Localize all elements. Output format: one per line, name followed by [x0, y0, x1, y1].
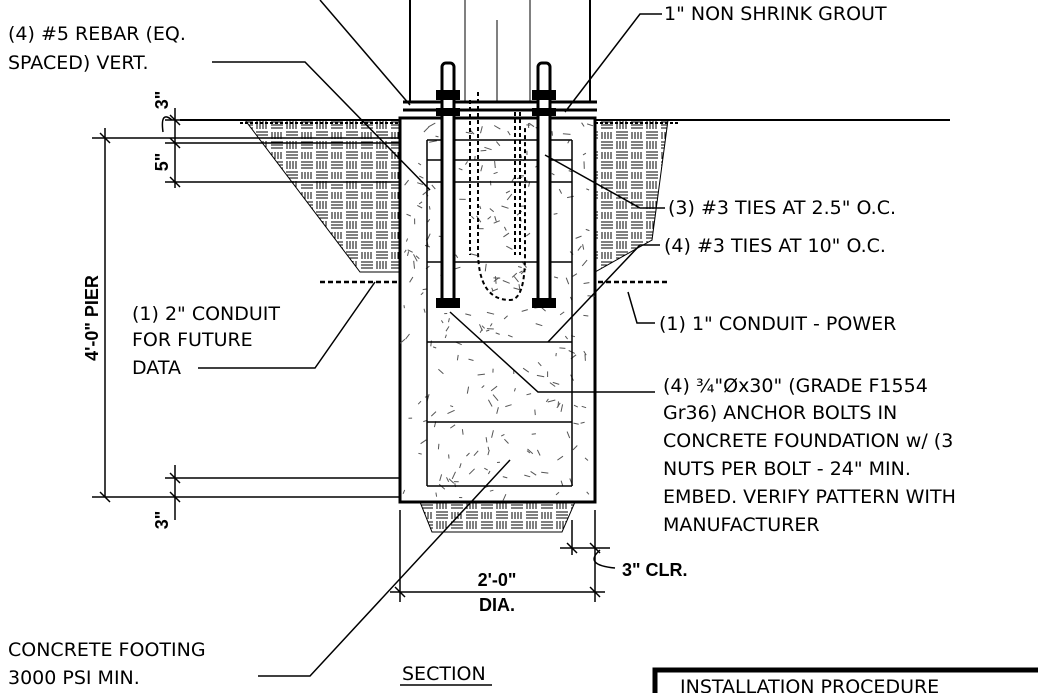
dim-top-3: 3"	[152, 91, 172, 110]
bolts-label-line3: CONCRETE FOUNDATION w/ (3	[663, 430, 953, 452]
pole	[403, 0, 597, 112]
footing-label-line2: 3000 PSI MIN.	[8, 667, 140, 689]
leader-lines	[198, 0, 665, 677]
conduits	[469, 92, 526, 302]
conduit-data-label-line2: FOR FUTURE	[132, 329, 253, 351]
conduit-data-label-line3: DATA	[132, 357, 181, 379]
dim-width: 2'-0"	[478, 570, 517, 590]
ties-10-label: (4) #3 TIES AT 10" O.C.	[664, 235, 886, 257]
dim-bottom-3: 3"	[152, 511, 172, 530]
grade-line	[180, 119, 950, 284]
rebar-label-line2: SPACED) VERT.	[8, 52, 149, 74]
bolts-label-line5: EMBED. VERIFY PATTERN WITH	[663, 486, 956, 508]
dim-clear: 3" CLR.	[622, 560, 688, 580]
dimension-lines	[92, 108, 616, 602]
bolts-label-line4: NUTS PER BOLT - 24" MIN.	[663, 458, 911, 480]
dim-dia: DIA.	[479, 595, 515, 615]
annotations: (4) #5 REBAR (EQ. SPACED) VERT. 1" NON S…	[8, 3, 956, 693]
anchor-bolts	[436, 61, 556, 308]
conduit-data-label-line1: (1) 2" CONDUIT	[132, 303, 280, 325]
grout-label: 1" NON SHRINK GROUT	[664, 3, 887, 25]
rebar-label-line1: (4) #5 REBAR (EQ.	[8, 23, 186, 45]
procedure-title: INSTALLATION PROCEDURE	[680, 676, 939, 693]
soil-hatch	[243, 119, 669, 533]
procedure-box	[652, 667, 1038, 693]
bolts-label-line6: MANUFACTURER	[663, 514, 820, 536]
conduit-power-label: (1) 1" CONDUIT - POWER	[659, 313, 896, 335]
concrete-pier	[398, 116, 597, 504]
section-title: SECTION	[402, 663, 486, 685]
dim-pier-height: 4'-0" PIER	[82, 275, 102, 361]
bolts-label-line2: Gr36) ANCHOR BOLTS IN	[663, 402, 897, 424]
bolts-label-line1: (4) ¾"Øx30" (GRADE F1554	[663, 375, 928, 397]
dim-top-5: 5"	[152, 153, 172, 172]
ties-25-label: (3) #3 TIES AT 2.5" O.C.	[668, 197, 896, 219]
footing-label-line1: CONCRETE FOOTING	[8, 639, 206, 661]
